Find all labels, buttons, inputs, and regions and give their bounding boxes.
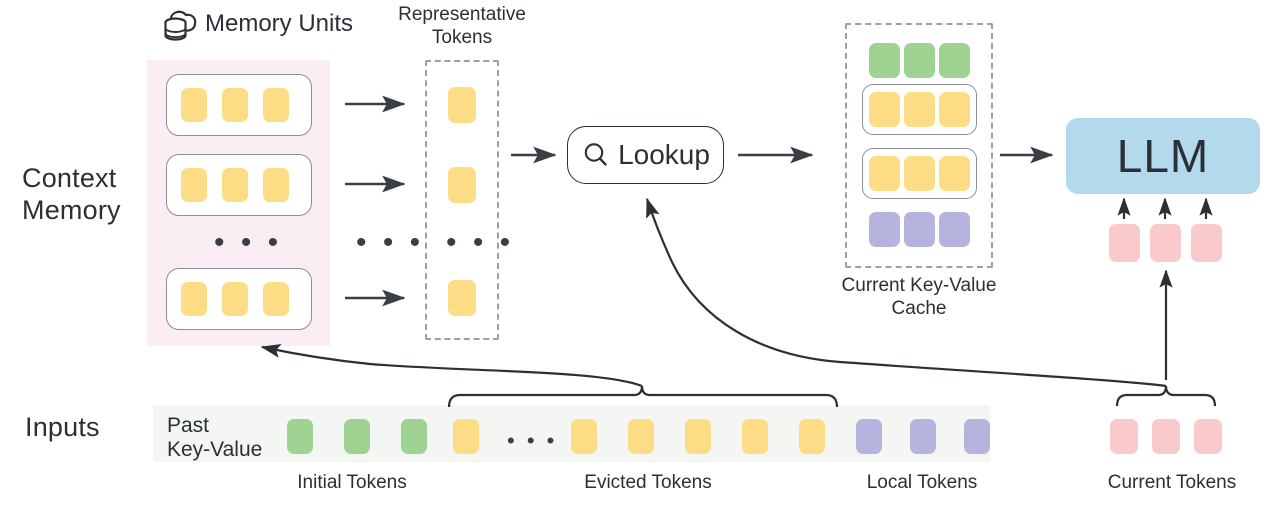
- kv-token: [904, 43, 935, 78]
- input-token-evicted: [685, 419, 711, 454]
- memory-token: [222, 282, 248, 316]
- evicted-tokens-label: Evicted Tokens: [584, 472, 712, 493]
- past-key-value-label: Past Key-Value: [167, 414, 263, 462]
- local-tokens-label: Local Tokens: [866, 472, 978, 493]
- search-icon: [581, 140, 611, 170]
- memory-token: [263, 282, 289, 316]
- memory-token: [222, 88, 248, 122]
- kv-token: [939, 156, 970, 191]
- kv-token: [939, 92, 970, 127]
- memory-token: [263, 168, 289, 202]
- input-token-evicted: [628, 419, 654, 454]
- llm-box[interactable]: LLM: [1066, 118, 1260, 194]
- input-token-local: [964, 419, 990, 454]
- arrow-evicted-to-memory: [260, 343, 643, 388]
- llm-input-token: [1191, 224, 1222, 262]
- input-token-local: [910, 419, 936, 454]
- memory-token: [263, 88, 289, 122]
- input-token-current: [1152, 419, 1180, 454]
- representative-token: [448, 280, 476, 316]
- input-token-evicted: [799, 419, 825, 454]
- initial-tokens-label: Initial Tokens: [297, 472, 407, 493]
- input-token-current: [1194, 419, 1222, 454]
- kv-token: [869, 156, 900, 191]
- input-token-initial: [401, 419, 427, 454]
- kv-token: [904, 212, 935, 247]
- kv-token: [939, 43, 970, 78]
- inputs-ellipsis: • • •: [507, 428, 558, 453]
- input-token-initial: [344, 419, 370, 454]
- kv-token: [869, 43, 900, 78]
- llm-input-token: [1109, 224, 1140, 262]
- representative-tokens-caption: Representative Tokens: [398, 4, 526, 48]
- kv-token: [869, 92, 900, 127]
- kv-token: [939, 212, 970, 247]
- kv-cache-caption: Current Key-Value Cache: [841, 275, 997, 319]
- lookup-button[interactable]: Lookup: [567, 126, 724, 184]
- arrows-ellipsis: • • •: [356, 226, 425, 259]
- input-token-evicted: [571, 419, 597, 454]
- brace-evicted-tokens: [447, 385, 839, 408]
- kv-token: [869, 212, 900, 247]
- llm-label: LLM: [1116, 130, 1210, 182]
- memory-token: [181, 88, 207, 122]
- memory-token: [222, 168, 248, 202]
- input-token-local: [856, 419, 882, 454]
- memory-token: [181, 168, 207, 202]
- input-token-evicted: [742, 419, 768, 454]
- cloud-database-icon: [157, 5, 201, 49]
- arrow-tokens-to-llm: [1117, 197, 1213, 219]
- input-token-evicted: [453, 419, 479, 454]
- input-token-current: [1110, 419, 1138, 454]
- representative-tokens-ellipsis: • • •: [446, 226, 515, 259]
- inputs-label: Inputs: [25, 412, 100, 442]
- memory-units-title: Memory Units: [205, 10, 354, 37]
- context-memory-label: Context Memory: [22, 163, 121, 225]
- representative-token: [448, 87, 476, 123]
- representative-token: [448, 167, 476, 203]
- kv-token: [904, 156, 935, 191]
- kv-token: [904, 92, 935, 127]
- representative-tokens-box: [425, 60, 499, 340]
- arrow-unit-to-rep: [345, 95, 406, 307]
- input-token-initial: [287, 419, 313, 454]
- current-tokens-label: Current Tokens: [1107, 472, 1237, 493]
- llm-input-token: [1150, 224, 1181, 262]
- memory-token: [181, 282, 207, 316]
- lookup-label: Lookup: [618, 139, 710, 170]
- memory-units-ellipsis: • • •: [214, 226, 283, 259]
- brace-current-tokens: [1115, 385, 1217, 407]
